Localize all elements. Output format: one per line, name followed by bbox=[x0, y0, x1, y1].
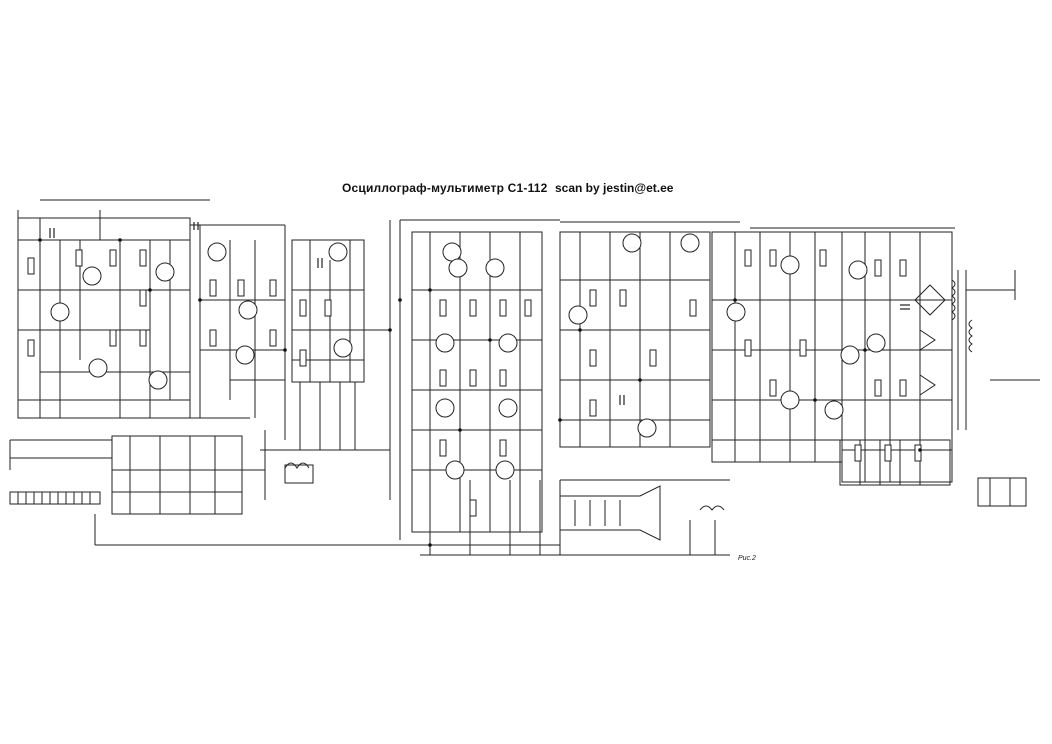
bottom-connector bbox=[9, 491, 101, 505]
diode-bridge bbox=[914, 284, 946, 396]
schematic-title: Осциллограф-мультиметр С1-112 bbox=[342, 181, 548, 195]
figure-label: Рис.2 bbox=[738, 555, 756, 562]
sweep-generator-frame bbox=[559, 231, 711, 448]
resistors bbox=[27, 249, 922, 517]
mode-switch-frame bbox=[111, 435, 243, 515]
capacitors bbox=[49, 222, 910, 405]
scan-credit: scan by jestin@et.ee bbox=[555, 181, 674, 195]
input-amp-frame bbox=[17, 217, 191, 419]
deflection-coil bbox=[699, 505, 725, 511]
legend-diagram bbox=[977, 477, 1027, 507]
junction-dots bbox=[38, 238, 922, 547]
deflection-amp-frame bbox=[411, 231, 543, 533]
crt-tube bbox=[559, 485, 661, 541]
transistors bbox=[50, 233, 886, 480]
inductor-l1 bbox=[284, 462, 310, 469]
trigger-block-frame bbox=[291, 239, 365, 383]
